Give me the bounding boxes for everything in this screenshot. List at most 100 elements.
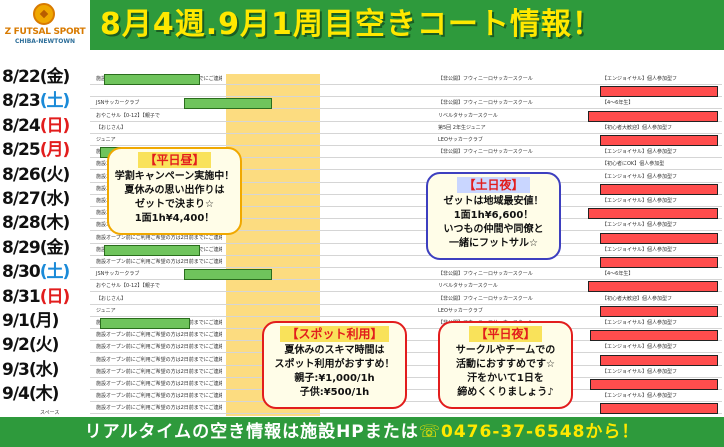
- open-court-bar[interactable]: [184, 98, 272, 110]
- space-label: スペース: [40, 410, 60, 416]
- date-day: 8/26: [2, 164, 41, 185]
- date-weekday: (火): [39, 164, 71, 185]
- open-evening-block[interactable]: [588, 208, 718, 220]
- footer: リアルタイムの空き情報は施設HPまたは☏0476-37-6548から！: [0, 417, 724, 447]
- booking-cell[interactable]: 【非公開】フウィニーロサッカースクール: [438, 76, 533, 82]
- booking-cell[interactable]: 【初心者大歓迎】個人参加型フ: [602, 295, 673, 302]
- date-label-bg: [0, 139, 90, 162]
- header: Z FUTSAL SPORT CHIBA-NEWTOWN 8月4週.9月1周目空…: [0, 0, 724, 50]
- booking-cell[interactable]: 【エンジョイサル】個人参加型フ: [602, 393, 678, 400]
- open-evening-block[interactable]: [600, 135, 718, 146]
- booking-cell[interactable]: 施設オープン前にご利用ご希望の方は2日前までにご連絡下さい。: [96, 393, 222, 400]
- booking-cell[interactable]: 【エンジョイサル】個人参加型フ: [602, 173, 678, 180]
- booking-cell[interactable]: 【非公開】フウィニーロサッカースクール: [438, 100, 533, 107]
- date-label-bg: [0, 90, 90, 113]
- booking-cell[interactable]: 【エンジョイサル】個人参加型フ: [602, 344, 678, 351]
- date-day: 9/4: [2, 384, 30, 405]
- open-evening-block[interactable]: [600, 232, 718, 244]
- date-day: 8/29: [2, 237, 41, 258]
- booking-cell[interactable]: 【初心者大歓迎】個人参加型フ: [602, 124, 673, 131]
- page-title: 8月4週.9月1周目空きコート情報！: [100, 7, 603, 42]
- booking-cell[interactable]: 【エンジョイサル】個人参加型フ: [602, 76, 678, 82]
- booking-cell[interactable]: 【エンジョイサル】個人参加型フ: [602, 320, 678, 326]
- date-day: 8/23: [2, 91, 41, 112]
- booking-cell[interactable]: 【エンジョイサル】個人参加型フ: [602, 198, 678, 204]
- date-label: 9/4(木): [2, 383, 60, 405]
- open-evening-block[interactable]: [600, 183, 718, 195]
- date-weekday: (月): [39, 140, 71, 161]
- booking-cell[interactable]: JSNサッカークラブ: [96, 271, 140, 278]
- booking-cell[interactable]: ジュニア: [96, 137, 116, 143]
- date-weekday: (木): [39, 213, 71, 234]
- booking-cell[interactable]: 施設オープン前にご利用ご希望の方は2日前までにご連絡下さい。: [96, 344, 222, 351]
- open-court-bar[interactable]: [100, 318, 190, 329]
- date-label-bg: [0, 334, 90, 357]
- booking-cell[interactable]: 【おじさん】: [96, 124, 127, 131]
- booking-cell[interactable]: リベルタサッカースクール: [438, 112, 498, 119]
- booking-cell[interactable]: 【エンジョイサル】個人参加型フ: [602, 149, 678, 156]
- date-label-bg: [0, 114, 90, 137]
- booking-cell[interactable]: 【4～6年生】: [602, 100, 634, 107]
- booking-cell[interactable]: 施設オープン前にご利用ご希望の方は2日前までにご連絡下さい。: [96, 405, 222, 412]
- footer-text: リアルタイムの空き情報は施設HPまたは☏0476-37-6548から！: [0, 417, 724, 447]
- open-evening-block[interactable]: [590, 379, 718, 390]
- callout-title: 【平日夜】: [469, 326, 542, 342]
- booking-cell[interactable]: 【非公開】フウィニーロサッカースクール: [438, 271, 533, 278]
- date-weekday: (金): [39, 237, 71, 258]
- phone-number[interactable]: ☏0476-37-6548から！: [418, 422, 640, 442]
- open-evening-block[interactable]: [588, 281, 718, 293]
- booking-cell[interactable]: 施設オープン前にご利用ご希望の方は2日前までにご連絡下さい。: [96, 381, 222, 387]
- date-weekday: (日): [39, 286, 71, 307]
- futsal-ball-icon: [33, 3, 55, 25]
- open-evening-block[interactable]: [600, 305, 718, 317]
- date-label-bg: [0, 261, 90, 284]
- date-weekday: (土): [39, 91, 71, 112]
- date-label-bg: [0, 383, 90, 406]
- open-evening-block[interactable]: [590, 330, 718, 342]
- open-evening-block[interactable]: [600, 354, 718, 366]
- booking-cell[interactable]: 【初心者にOK】個人参加型: [602, 161, 665, 168]
- date-day: 9/2: [2, 335, 30, 356]
- booking-cell[interactable]: 【おじさん】: [96, 295, 127, 302]
- booking-cell[interactable]: 【エンジョイサル】個人参加型フ: [602, 368, 678, 375]
- open-court-bar[interactable]: [184, 269, 272, 281]
- booking-cell[interactable]: LEOサッカークラブ: [438, 137, 483, 143]
- date-label: 9/1(月): [2, 310, 59, 332]
- date-label-bg: [0, 163, 90, 186]
- booking-cell[interactable]: 【非公開】フウィニーロサッカースクール: [438, 149, 533, 156]
- booking-cell[interactable]: 施設オープン前にご利用ご希望の方は2日前までにご連絡下さい。: [96, 356, 222, 363]
- booking-cell[interactable]: LEOサッカークラブ: [438, 307, 483, 314]
- date-day: 8/25: [2, 140, 41, 161]
- open-evening-block[interactable]: [600, 403, 718, 415]
- booking-cell[interactable]: リベルタサッカースクール: [438, 283, 498, 290]
- booking-cell[interactable]: 施設オープン前にご利用ご希望の方は2日前までにご連絡下さい。: [96, 368, 222, 375]
- booking-cell[interactable]: 【4～6年生】: [602, 271, 634, 278]
- open-evening-block[interactable]: [600, 86, 718, 98]
- booking-cell[interactable]: 施設オープン前にご利用ご希望の方は2日前までにご連絡下さい。: [96, 332, 222, 339]
- open-court-bar[interactable]: [104, 74, 200, 85]
- open-evening-block[interactable]: [588, 110, 718, 122]
- date-weekday: (木): [28, 384, 60, 405]
- date-label-bg: [0, 188, 90, 210]
- booking-cell[interactable]: 施設オープン前にご利用ご希望の方は2日前までにご連絡下さい。: [96, 234, 222, 241]
- callout-spot: 【スポット利用】 夏休みのスキマ時間は スポット利用がおすすめ！ 親子:¥1,0…: [262, 321, 407, 409]
- booking-cell[interactable]: JSNサッカークラブ: [96, 100, 140, 107]
- date-label: 8/29(金): [2, 237, 71, 259]
- booking-cell[interactable]: 施設オープン前にご利用ご希望の方は2日前までにご連絡下さい。: [96, 259, 222, 265]
- booking-cell[interactable]: 【エンジョイサル】個人参加型フ: [602, 246, 678, 253]
- booking-cell[interactable]: おやこサル【0-12】【親子で: [96, 283, 160, 290]
- callout-body: 夏休みのスキマ時間は スポット利用がおすすめ！ 親子:¥1,000/1h 子供:…: [274, 345, 395, 398]
- booking-cell[interactable]: 【非公開】フウィニーロサッカースクール: [438, 295, 533, 302]
- footer-message: リアルタイムの空き情報は施設HPまたは: [84, 422, 419, 442]
- open-evening-block[interactable]: [600, 257, 718, 268]
- callout-body: サークルやチームでの 活動におすすめです☆ 汗をかいて1日を 締めくくりましょう…: [455, 345, 556, 398]
- booking-cell[interactable]: おやこサル【0-12】【親子で: [96, 112, 160, 119]
- open-court-bar[interactable]: [104, 244, 200, 256]
- logo-sub: CHIBA-NEWTOWN: [15, 38, 75, 45]
- date-day: 8/24: [2, 115, 41, 136]
- booking-cell[interactable]: ジュニア: [96, 307, 116, 314]
- booking-cell[interactable]: 【エンジョイサル】個人参加型フ: [602, 222, 678, 229]
- booking-cell[interactable]: 第5回 2年生ジュニア: [438, 124, 486, 131]
- schedule-row: JSNサッカークラブ 【非公開】フウィニーロサッカースクール 【4～6年生】: [90, 98, 722, 110]
- date-day: 8/22: [2, 67, 41, 87]
